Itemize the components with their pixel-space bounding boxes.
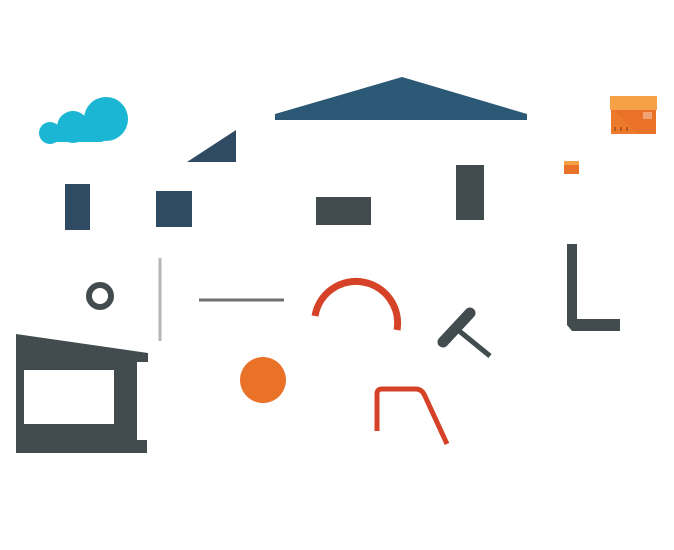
box-lid bbox=[610, 96, 657, 110]
small-triangle-shape bbox=[187, 130, 236, 162]
cloud-base bbox=[50, 126, 108, 142]
t-handle-shape bbox=[437, 307, 492, 358]
roof-shape bbox=[275, 77, 527, 120]
bent-pipe-shape bbox=[374, 386, 450, 446]
cloud-shape bbox=[39, 97, 128, 144]
box-label bbox=[643, 112, 652, 119]
small-box-lid bbox=[564, 161, 579, 165]
building-window bbox=[24, 370, 114, 424]
t-handle-bar bbox=[437, 307, 476, 348]
t-handle-stem bbox=[456, 328, 492, 358]
small-box-body bbox=[564, 163, 579, 174]
l-shape bbox=[567, 244, 620, 331]
orange-circle-shape bbox=[240, 357, 286, 403]
tall-rectangle-left bbox=[65, 184, 90, 230]
box-arrows-icon bbox=[614, 127, 628, 131]
building-shape bbox=[16, 334, 148, 453]
tall-rectangle-right bbox=[456, 165, 484, 220]
arc-shape bbox=[311, 277, 402, 331]
wide-rectangle-shape bbox=[316, 197, 371, 225]
box-shape bbox=[610, 96, 657, 134]
box-side-shade bbox=[611, 108, 656, 134]
square-shape bbox=[156, 191, 192, 227]
ring-shape bbox=[86, 282, 114, 310]
small-box-shape bbox=[564, 161, 579, 174]
